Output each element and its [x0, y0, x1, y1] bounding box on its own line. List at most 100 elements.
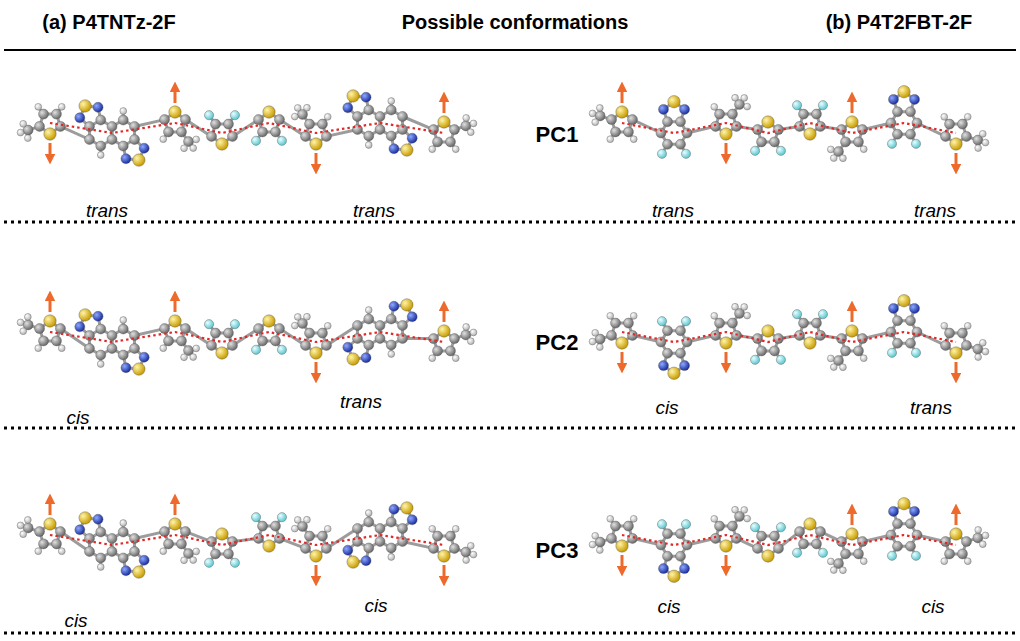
- atom-ball: [961, 340, 971, 350]
- atom-ball: [160, 136, 167, 143]
- atom-ball: [658, 104, 668, 114]
- conformer-label: trans: [353, 201, 395, 222]
- atom-ball: [792, 310, 801, 319]
- atom-ball: [773, 543, 783, 553]
- atom-ball: [753, 543, 763, 553]
- atom-ball: [715, 109, 725, 119]
- atom-ball: [130, 122, 140, 132]
- atom-ball: [840, 364, 847, 371]
- atom-ball: [898, 86, 910, 98]
- atom-ball: [169, 106, 181, 118]
- atom-ball: [964, 113, 971, 120]
- atom-ball: [227, 340, 237, 350]
- orientation-arrow: [174, 297, 177, 312]
- atom-ball: [39, 109, 49, 119]
- conformation-label: PC3: [536, 539, 579, 563]
- atom-ball: [841, 549, 851, 559]
- conformer-label: cis: [64, 611, 87, 632]
- atom-ball: [251, 136, 260, 145]
- atom-ball: [607, 330, 617, 340]
- atom-ball: [347, 353, 359, 365]
- atom-ball: [20, 328, 27, 335]
- atom-ball: [44, 518, 56, 530]
- conformer-label: trans: [910, 398, 952, 419]
- atom-ball: [589, 338, 596, 345]
- atom-ball: [84, 135, 94, 145]
- atom-ball: [190, 354, 197, 361]
- atom-ball: [120, 317, 127, 324]
- atom-ball: [291, 113, 298, 120]
- atom-ball: [190, 557, 197, 564]
- atom-ball: [277, 513, 286, 522]
- atom-ball: [181, 557, 188, 564]
- atom-ball: [906, 541, 916, 551]
- atom-ball: [35, 121, 45, 131]
- atom-ball: [720, 540, 732, 552]
- atom-ball: [181, 145, 188, 152]
- atom-ball: [463, 114, 470, 121]
- atom-ball: [93, 102, 103, 112]
- atom-ball: [792, 548, 801, 557]
- atom-ball: [321, 131, 331, 141]
- atom-ball: [324, 113, 331, 120]
- atom-ball: [711, 330, 721, 340]
- atom-ball: [96, 553, 106, 563]
- conformation-label: PC2: [536, 331, 579, 355]
- atom-ball: [51, 109, 61, 119]
- atom-ball: [979, 130, 986, 137]
- atom-ball: [627, 115, 637, 125]
- atom-ball: [223, 119, 233, 129]
- atom-ball: [190, 145, 197, 152]
- atom-ball: [676, 117, 686, 127]
- atom-ball: [906, 316, 916, 326]
- atom-ball: [118, 350, 128, 360]
- atom-ball: [830, 567, 837, 574]
- atom-ball: [251, 513, 260, 522]
- atom-ball: [75, 322, 85, 332]
- atom-ball: [270, 336, 280, 346]
- atom-ball: [365, 510, 372, 517]
- atom-ball: [860, 146, 867, 153]
- atom-ball: [607, 115, 617, 125]
- atom-ball: [906, 519, 916, 529]
- atom-ball: [452, 355, 459, 362]
- atom-ball: [263, 106, 275, 118]
- atom-ball: [164, 539, 174, 549]
- atom-ball: [589, 110, 596, 117]
- atom-ball: [133, 363, 145, 375]
- atom-ball: [364, 314, 374, 324]
- atom-ball: [364, 340, 374, 350]
- atom-ball: [321, 340, 331, 350]
- atom-ball: [676, 348, 686, 358]
- atom-ball: [169, 518, 181, 530]
- atom-ball: [757, 531, 767, 541]
- atom-ball: [51, 539, 61, 549]
- atom-ball: [223, 328, 233, 338]
- atom-ball: [211, 549, 221, 559]
- atom-ball: [375, 334, 385, 344]
- atom-ball: [388, 554, 395, 561]
- atom-ball: [445, 346, 455, 356]
- atom-ball: [274, 324, 284, 334]
- atom-ball: [449, 125, 459, 135]
- atom-ball: [711, 103, 718, 110]
- atom-ball: [407, 312, 417, 322]
- atom-ball: [364, 131, 374, 141]
- atom-ball: [401, 502, 413, 514]
- atom-ball: [592, 532, 599, 539]
- atom-ball: [160, 345, 167, 352]
- atom-ball: [227, 131, 237, 141]
- atom-ball: [207, 340, 217, 350]
- atom-ball: [324, 525, 331, 532]
- atom-ball: [887, 348, 896, 357]
- atom-ball: [375, 537, 385, 547]
- atom-ball: [176, 127, 186, 137]
- atom-ball: [611, 318, 621, 328]
- atom-ball: [715, 318, 725, 328]
- atom-ball: [711, 121, 721, 131]
- atom-ball: [429, 125, 439, 135]
- row-separator: [4, 427, 1016, 430]
- atom-ball: [589, 541, 596, 548]
- atom-ball: [964, 558, 971, 565]
- atom-ball: [950, 528, 962, 540]
